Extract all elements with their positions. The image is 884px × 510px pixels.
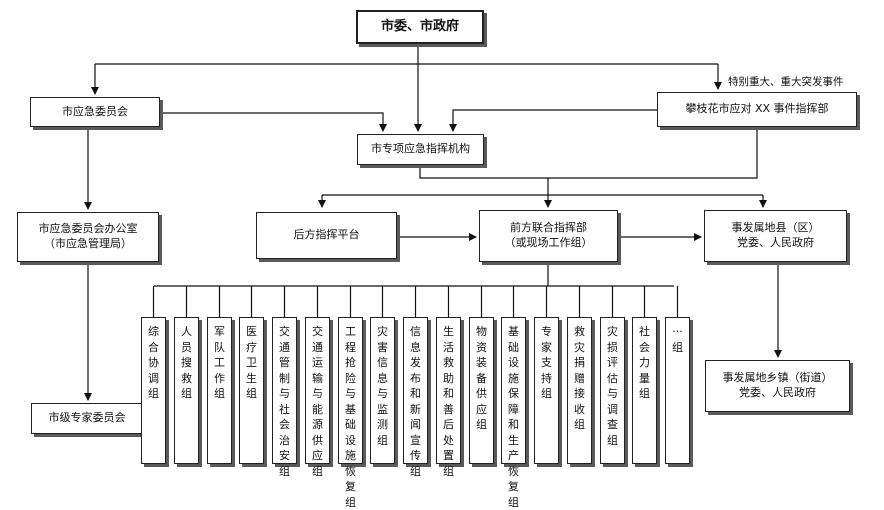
group-box: 救灾捐赠接收组 <box>567 317 592 464</box>
group-box: 灾损评估与调查组 <box>600 317 625 464</box>
edge-agency-split <box>322 165 763 196</box>
group-box: 交通运输与能源供应组 <box>305 317 330 478</box>
group-label: 社会力量组 <box>639 325 650 400</box>
node-event-hq-label: 攀枝花市应对 XX 事件指挥部 <box>685 102 829 116</box>
group-label: 信息发布和新闻宣传组 <box>410 325 421 478</box>
group-box: 社会力量组 <box>632 317 657 464</box>
edge-front-to-groups <box>154 262 674 287</box>
group-label: 交通管制与社会治安组 <box>279 325 290 478</box>
node-committee-office-label: 市应急委员会办公室 <box>38 222 138 236</box>
node-township-label: 事发属地乡镇（街道） <box>722 371 833 385</box>
group-label: 救灾捐赠接收组 <box>574 325 585 431</box>
node-front-hq-sublabel: （或现场工作组） <box>504 236 593 249</box>
group-box: ···组 <box>665 317 690 464</box>
connector-lines <box>84 44 782 401</box>
node-special-agency-label: 市专项应急指挥机构 <box>371 142 470 156</box>
group-box: 综合协调组 <box>141 317 166 464</box>
edge-hq-to-county <box>548 127 758 179</box>
group-label: 交通运输与能源供应组 <box>312 325 323 478</box>
group-box: 基础设施保障和生产恢复组 <box>501 317 526 509</box>
node-committee-office-sublabel: （市应急管理局） <box>44 237 132 250</box>
group-box: 灾害信息与监测组 <box>370 317 395 464</box>
group-box: 生活救助和善后处置组 <box>436 317 461 478</box>
node-county-sublabel: 党委、人民政府 <box>737 236 814 249</box>
group-box: 物资装备供应组 <box>469 317 494 464</box>
node-emergency-committee: 市应急委员会 <box>30 97 160 127</box>
group-box: 专家支持组 <box>534 317 559 464</box>
node-township: 事发属地乡镇（街道） 党委、人民政府 <box>705 360 850 412</box>
group-drop-lines <box>152 286 679 317</box>
group-box: 医疗卫生组 <box>239 317 264 464</box>
edge-label-major-event: 特别重大、重大突发事件 <box>728 76 844 88</box>
group-label: 综合协调组 <box>148 325 159 400</box>
node-county-label: 事发属地县（区） <box>731 221 820 235</box>
group-box: 工程抢险与基础设施恢复组 <box>338 317 363 509</box>
edge-committee-to-agency <box>160 112 387 132</box>
group-label: ···组 <box>672 325 683 354</box>
node-front-hq: 前方联合指挥部 （或现场工作组） <box>479 210 618 262</box>
node-committee-office: 市应急委员会办公室 （市应急管理局） <box>17 212 159 262</box>
edge-top-split <box>95 44 718 65</box>
group-box: 交通管制与社会治安组 <box>272 317 297 478</box>
node-emergency-committee-label: 市应急委员会 <box>62 104 128 118</box>
group-box: 信息发布和新闻宣传组 <box>403 317 428 478</box>
node-expert-committee-label: 市级专家委员会 <box>48 411 126 425</box>
node-top-label: 市委、市政府 <box>380 19 459 35</box>
node-township-sublabel: 党委、人民政府 <box>739 386 816 399</box>
group-label: 灾害信息与监测组 <box>377 325 388 447</box>
node-event-hq: 攀枝花市应对 XX 事件指挥部 <box>657 92 857 127</box>
group-box: 军队工作组 <box>207 317 232 464</box>
group-label: 军队工作组 <box>214 325 225 400</box>
group-label: 工程抢险与基础设施恢复组 <box>345 325 356 509</box>
group-label: 物资装备供应组 <box>476 325 487 431</box>
group-label: 人员搜救组 <box>181 325 192 400</box>
node-rear-platform: 后方指挥平台 <box>256 212 397 259</box>
node-expert-committee: 市级专家委员会 <box>31 403 143 434</box>
group-label: 医疗卫生组 <box>246 325 257 400</box>
node-special-agency: 市专项应急指挥机构 <box>357 134 484 165</box>
group-label: 生活救助和善后处置组 <box>443 325 454 478</box>
node-rear-platform-label: 后方指挥平台 <box>293 228 360 242</box>
node-county: 事发属地县（区） 党委、人民政府 <box>704 210 847 262</box>
edge-hq-to-agency <box>449 109 657 132</box>
group-label: 灾损评估与调查组 <box>607 325 618 447</box>
group-label: 基础设施保障和生产恢复组 <box>508 325 519 509</box>
node-top: 市委、市政府 <box>356 10 484 44</box>
node-front-hq-label: 前方联合指挥部 <box>510 221 587 235</box>
group-box: 人员搜救组 <box>174 317 199 464</box>
group-label: 专家支持组 <box>541 325 552 400</box>
